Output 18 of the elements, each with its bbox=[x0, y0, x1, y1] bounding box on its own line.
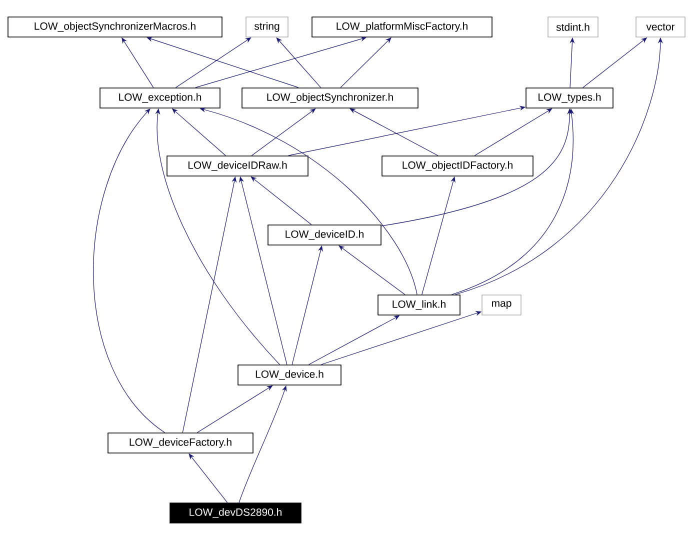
file-box: map bbox=[482, 294, 522, 316]
file-box: vector bbox=[636, 16, 686, 38]
arrow bbox=[146, 36, 299, 88]
file-box: LOW_devDS2890.h bbox=[170, 502, 302, 524]
file-box: LOW_deviceIDRaw.h bbox=[166, 156, 308, 176]
file-box: LOW_objectSynchronizer.h bbox=[242, 88, 418, 108]
file-box: LOW_deviceID.h bbox=[268, 224, 382, 246]
file-box: stdint.h bbox=[548, 16, 598, 38]
file-box: LOW_deviceFactory.h bbox=[108, 432, 254, 454]
file-box: LOW_objectIDFactory.h bbox=[382, 156, 534, 176]
arrow bbox=[350, 108, 438, 156]
file-box: LOW_link.h bbox=[378, 294, 460, 316]
file-box: LOW_types.h bbox=[526, 88, 614, 108]
file-box: LOW_exception.h bbox=[100, 88, 220, 108]
file-box: string bbox=[246, 16, 288, 38]
file-box: LOW_platformMiscFactory.h bbox=[312, 16, 492, 38]
file-box: LOW_device.h bbox=[238, 364, 342, 386]
file-box: LOW_objectSynchronizerMacros.h bbox=[8, 16, 222, 38]
